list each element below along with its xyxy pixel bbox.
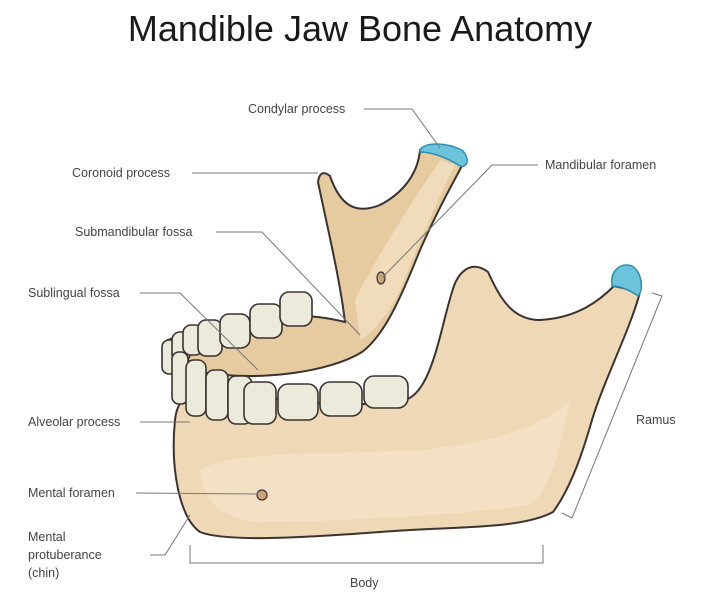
teeth-front-row [171, 351, 409, 425]
label-submandibular-fossa: Submandibular fossa [75, 225, 192, 239]
mental-foramen-mark [256, 489, 268, 501]
diagram-title: Mandible Jaw Bone Anatomy [127, 8, 593, 49]
label-mental-protuberance-line2: protuberance [28, 548, 102, 562]
label-mental-foramen: Mental foramen [28, 486, 115, 500]
leader-lines [135, 108, 663, 564]
label-body: Body [350, 576, 379, 590]
label-mental-protuberance-line1: Mental [28, 530, 66, 544]
mandibular-foramen-mark [376, 271, 386, 285]
label-mandibular-foramen: Mandibular foramen [545, 158, 656, 172]
condyle-cartilage-front [611, 264, 643, 297]
label-mental-protuberance-line3: (chin) [28, 566, 59, 580]
label-alveolar-process: Alveolar process [28, 415, 120, 429]
label-sublingual-fossa: Sublingual fossa [28, 286, 120, 300]
label-condylar-process: Condylar process [248, 102, 345, 116]
label-coronoid-process: Coronoid process [72, 166, 170, 180]
label-ramus: Ramus [636, 413, 676, 427]
